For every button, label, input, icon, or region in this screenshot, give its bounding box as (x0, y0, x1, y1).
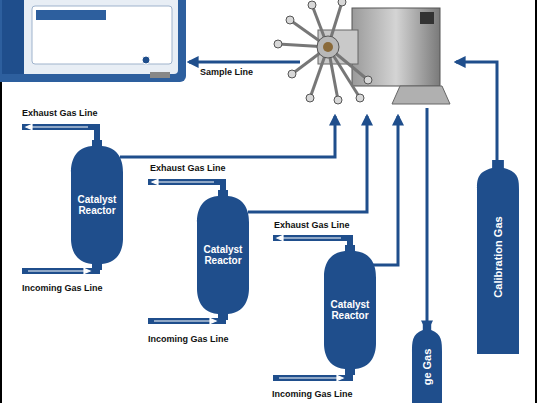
cylinder-label: ge Gas (421, 349, 433, 386)
line-label: Sample Line (200, 67, 253, 77)
reactor-label: Catalyst Reactor (199, 244, 247, 266)
gas-pipe (22, 127, 350, 378)
pipe-label: Incoming Gas Line (22, 283, 103, 293)
node-outline (324, 245, 376, 375)
pipe-label: Incoming Gas Line (272, 389, 353, 399)
reactor-vessel: Catalyst Reactor (71, 140, 123, 270)
node-outline (197, 190, 249, 320)
sample-line (120, 62, 497, 330)
pipe-label: Exhaust Gas Line (22, 108, 98, 118)
gas-cylinder: ge Gas (412, 322, 442, 403)
reactor-label: Catalyst Reactor (73, 194, 121, 216)
reactor-vessel: Catalyst Reactor (324, 245, 376, 375)
gas-cylinder: Calibration Gas (477, 160, 519, 354)
pipe-label: Exhaust Gas Line (150, 163, 226, 173)
reactor-vessel: Catalyst Reactor (197, 190, 249, 320)
node-outline (477, 160, 519, 354)
node-outline (412, 322, 442, 403)
flow-arrow (26, 125, 343, 381)
multiport-valve (274, 0, 450, 104)
node-outline (71, 140, 123, 270)
analyzer-instrument (0, 0, 186, 82)
pipe-label: Incoming Gas Line (148, 334, 229, 344)
reactor-label: Catalyst Reactor (326, 299, 374, 321)
cylinder-label: Calibration Gas (492, 216, 504, 297)
pipe-label: Exhaust Gas Line (274, 220, 350, 230)
